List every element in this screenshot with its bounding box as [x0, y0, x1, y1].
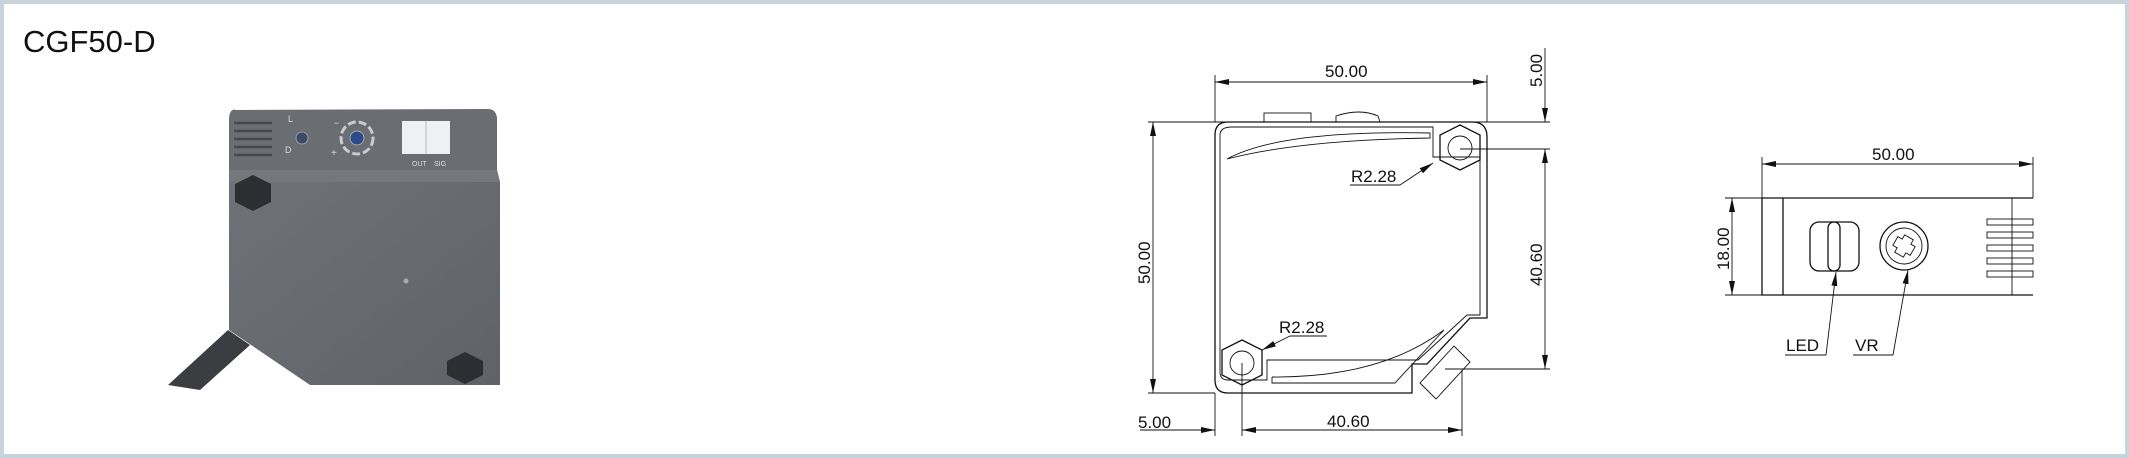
vr-adjuster-icon: [1879, 221, 1929, 271]
led-window-icon: [1809, 221, 1860, 272]
led-indicator-icon: [295, 131, 309, 145]
label-minus: −: [334, 118, 339, 128]
top-view-drawing: 50.00 18.00 LED VR: [1714, 145, 2034, 356]
dim-offset-bottom: 5.00: [1138, 413, 1171, 432]
dim-height: 18.00: [1714, 227, 1733, 270]
dim-radius-bottom: R2.28: [1279, 318, 1324, 337]
sensitivity-knob-icon: [349, 130, 365, 146]
cable: [168, 330, 250, 390]
label-d: D: [285, 145, 292, 155]
label-l: L: [288, 114, 293, 124]
dim-width-bottom: 40.60: [1327, 412, 1370, 431]
hex-hole-top-icon: [1439, 124, 1481, 171]
top-connector: [1263, 112, 1312, 123]
dim-height-left: 50.00: [1135, 241, 1154, 284]
vent-slots-icon: [1986, 218, 2034, 278]
dim-radius-top: R2.28: [1351, 167, 1396, 186]
product-photo: L D − + OUT SIG: [168, 109, 500, 390]
front-view-drawing: 50.00 50.00 5.00 40.60 R2.28 R2.28 5.00 …: [1135, 48, 1550, 436]
label-sig: SIG: [434, 161, 446, 168]
label-out: OUT: [412, 161, 428, 168]
vr-label: VR: [1855, 336, 1879, 355]
mount-hole-top-icon: [235, 175, 271, 211]
label-plus: +: [331, 148, 337, 159]
vent-slots-icon: [234, 121, 272, 157]
dim-width-top: 50.00: [1325, 62, 1368, 81]
dim-offset-top: 5.00: [1527, 54, 1546, 87]
product-title: CGF50-D: [23, 24, 156, 59]
cable-gland: [1419, 345, 1471, 400]
dim-width: 50.00: [1872, 145, 1915, 164]
dim-height-right: 40.60: [1527, 243, 1546, 286]
mount-hole-bottom-icon: [447, 352, 483, 384]
led-label: LED: [1786, 336, 1819, 355]
